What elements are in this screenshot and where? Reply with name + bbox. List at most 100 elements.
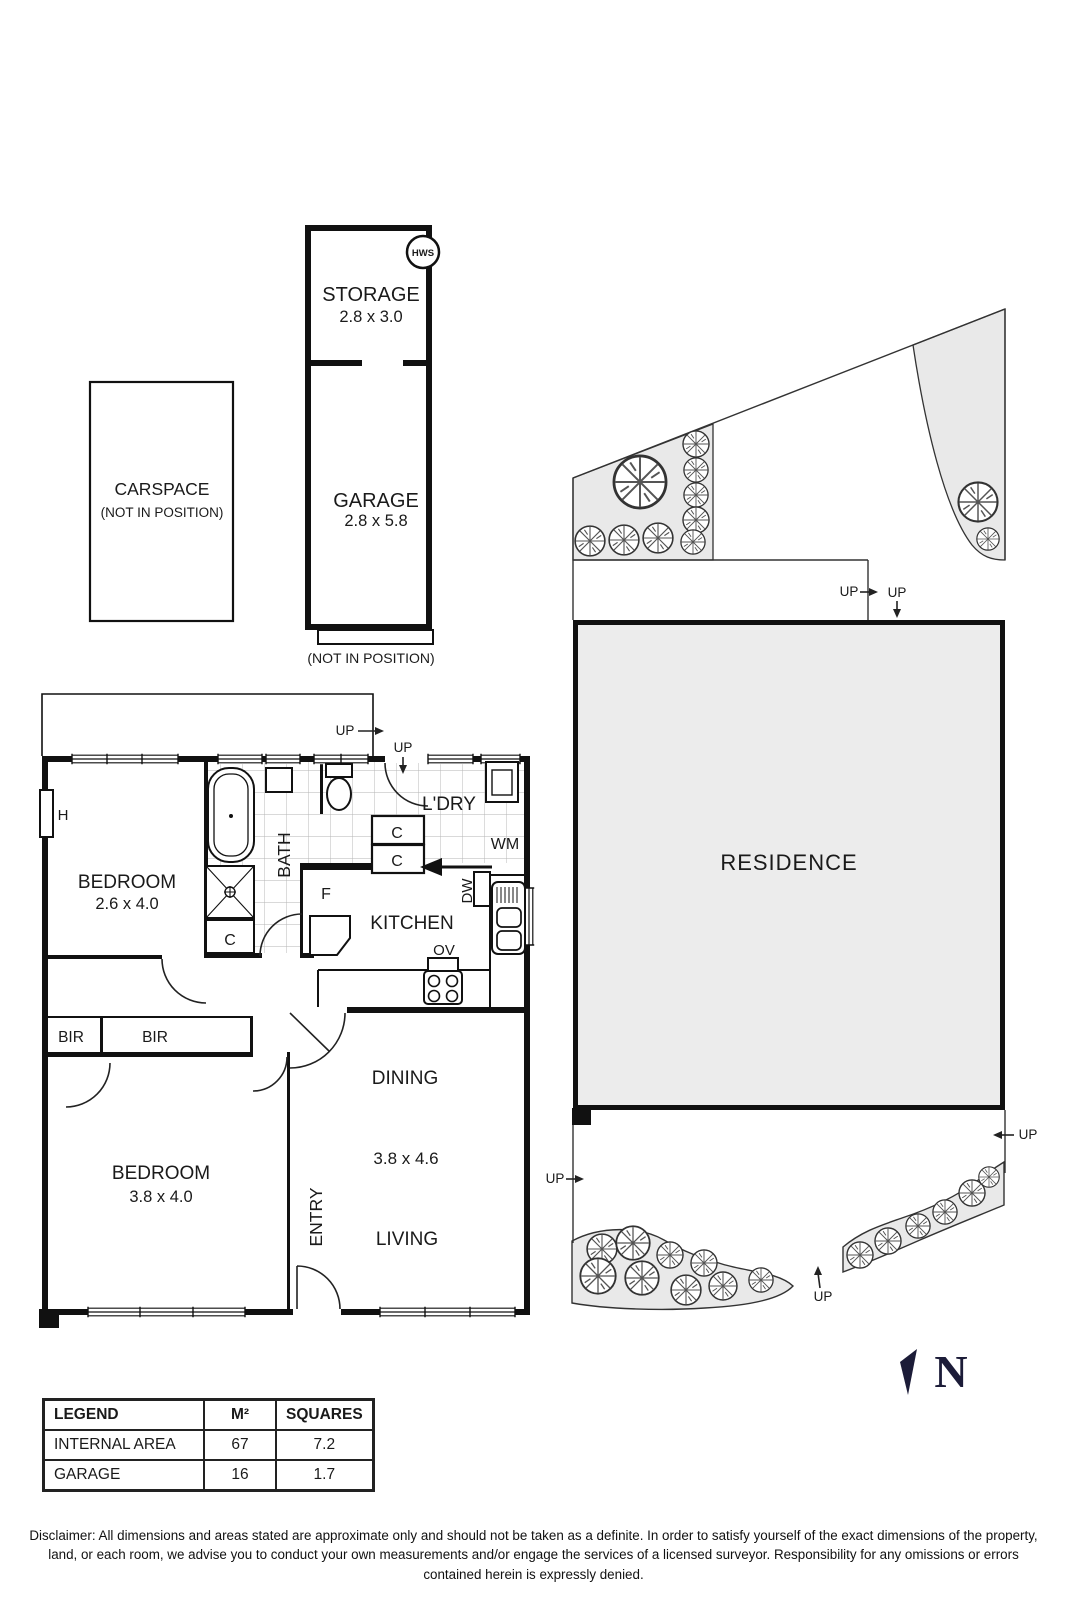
tree-icon — [683, 457, 709, 483]
courtyard-outline — [41, 693, 374, 762]
north-needle-icon — [900, 1349, 917, 1395]
up-arrows-unit — [358, 727, 407, 774]
sink-bowl — [496, 930, 522, 951]
tree-icon — [932, 1199, 958, 1225]
living-dining-dims: 3.8 x 4.6 — [373, 1149, 438, 1168]
residence-corner-tab — [572, 1108, 591, 1125]
tree-icon — [978, 1166, 1000, 1188]
tree-icon — [905, 1213, 931, 1239]
fixtures — [39, 761, 526, 1007]
fridge-label: F — [321, 886, 331, 903]
tree-icon — [748, 1267, 774, 1293]
up-label: UP — [336, 723, 355, 738]
door-arc — [65, 1062, 111, 1108]
laundry-label: L'DRY — [422, 794, 476, 815]
stove-icon — [423, 970, 463, 1005]
fridge-icon — [309, 915, 351, 956]
dishwasher-box — [473, 871, 491, 907]
legend-cell: INTERNAL AREA — [42, 1429, 205, 1461]
tree-icon — [690, 1249, 718, 1277]
tree-icon — [708, 1271, 738, 1301]
legend-cell: GARAGE — [42, 1459, 205, 1492]
tree-icon — [680, 529, 706, 555]
stove-burners — [427, 974, 459, 1003]
tree-icon — [670, 1274, 702, 1306]
window — [217, 753, 263, 765]
cupboard-label: C — [391, 825, 403, 842]
bedroom1-label: BEDROOM — [78, 872, 176, 893]
carspace-note: (NOT IN POSITION) — [101, 505, 224, 520]
residence-outline — [573, 620, 1005, 1110]
legend-header: LEGEND — [42, 1398, 205, 1431]
legend-cell: 1.7 — [274, 1459, 375, 1492]
up-arrows-site — [566, 588, 1014, 1289]
door-arc — [252, 1056, 288, 1092]
back-door-gap — [385, 755, 428, 763]
cupboard-label: C — [391, 853, 403, 870]
door-arc — [384, 762, 429, 807]
disclaimer-text: Disclaimer: All dimensions and areas sta… — [29, 1528, 1038, 1582]
arrow-right-icon — [869, 588, 878, 596]
cupboard-label: C — [224, 932, 236, 949]
tree-icon — [608, 524, 640, 556]
legend-row: GARAGE 16 1.7 — [42, 1459, 375, 1492]
kitchen-label: KITCHEN — [370, 913, 453, 934]
door-arc — [296, 1265, 341, 1310]
bedroom2-label: BEDROOM — [112, 1163, 210, 1184]
tree-icon — [683, 482, 709, 508]
kitchen-bench — [317, 874, 524, 1007]
cupboard-box — [370, 843, 426, 875]
tree-icon — [957, 481, 999, 523]
windows — [71, 753, 535, 1318]
tree-icon — [682, 506, 710, 534]
tree-icon — [976, 527, 1000, 551]
dishwasher-label: DW — [459, 878, 476, 904]
tree-icon — [846, 1241, 874, 1269]
garage-note: (NOT IN POSITION) — [307, 650, 434, 666]
tree-icon — [612, 454, 668, 510]
door-arcs — [65, 762, 429, 1310]
garage-dims: 2.8 x 5.8 — [344, 512, 407, 530]
tree-icon — [624, 1260, 660, 1296]
tree-icon — [874, 1227, 902, 1255]
window — [379, 1306, 516, 1318]
tree-icon — [682, 430, 710, 458]
heater-box — [39, 789, 54, 838]
up-label: UP — [546, 1171, 565, 1186]
garage-block: HWS STORAGE 2.8 x 3.0 GARAGE 2.8 x 5.8 (… — [305, 225, 441, 666]
shower-drain-cross — [224, 886, 236, 898]
arrow-down-icon — [893, 609, 901, 618]
door-arc — [259, 913, 303, 957]
dining-label: DINING — [372, 1068, 439, 1089]
site-boundary-lines — [572, 308, 1006, 1243]
wall — [403, 360, 431, 366]
entry-arrow-icon — [420, 858, 442, 876]
legend-header: SQUARES — [274, 1398, 375, 1431]
laundry-trough — [485, 761, 519, 803]
interior-walls — [42, 762, 530, 1309]
carspace-label: CARSPACE — [115, 479, 210, 499]
arrow-right-icon — [375, 727, 384, 735]
heater-label: H — [58, 807, 69, 824]
living-label: LIVING — [376, 1229, 438, 1250]
tree-icon — [642, 522, 674, 554]
arrow-right-icon — [575, 1175, 584, 1183]
hws-label: HWS — [412, 248, 434, 259]
bir-label: BIR — [58, 1029, 84, 1046]
entry-label: ENTRY — [306, 1187, 326, 1246]
storage-dims: 2.8 x 3.0 — [339, 308, 402, 326]
door-arc — [289, 1012, 346, 1069]
window — [71, 753, 179, 765]
sink-bowl — [496, 907, 522, 928]
up-label: UP — [1019, 1127, 1038, 1142]
window — [87, 1306, 246, 1318]
tree-icon — [615, 1225, 651, 1261]
unit-floorplan: BEDROOM 2.6 x 4.0 BATH L'DRY WM C C C F … — [39, 693, 535, 1328]
tree-icon — [579, 1257, 617, 1295]
north-label: N — [934, 1346, 967, 1397]
up-label: UP — [394, 740, 413, 755]
corner-tab — [39, 1309, 59, 1328]
up-label: UP — [814, 1289, 833, 1304]
legend-cell: 16 — [203, 1459, 277, 1492]
